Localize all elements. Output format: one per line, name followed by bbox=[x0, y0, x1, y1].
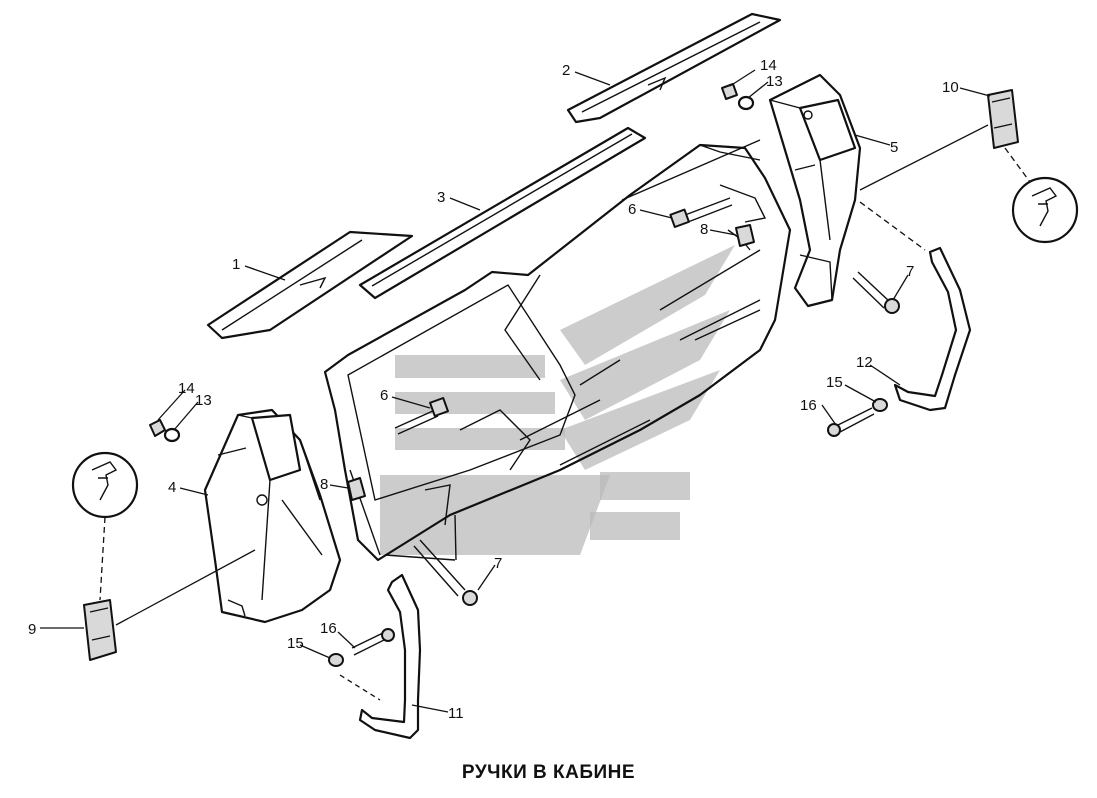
part-1-left-roof-plate bbox=[206, 230, 414, 340]
part-14-nut-left bbox=[149, 419, 166, 437]
callout-5: 5 bbox=[890, 139, 898, 156]
part-8-clip-right bbox=[735, 224, 755, 247]
part-2-right-roof-plate bbox=[566, 12, 782, 124]
callout-10: 10 bbox=[942, 79, 959, 96]
watermark-logo bbox=[380, 245, 735, 555]
callout-12: 12 bbox=[856, 354, 873, 371]
part-12-right-handle bbox=[859, 201, 972, 412]
callout-6-left: 6 bbox=[380, 387, 388, 404]
part-6-screw-left bbox=[394, 397, 449, 435]
callout-15-right: 15 bbox=[826, 374, 843, 391]
part-9-left-cover bbox=[83, 549, 256, 661]
callout-1: 1 bbox=[232, 256, 240, 273]
part-7-bolt-right bbox=[852, 271, 900, 314]
part-14-nut-right bbox=[721, 83, 738, 100]
callout-13-left: 13 bbox=[195, 392, 212, 409]
part-8-clip-left bbox=[347, 477, 366, 501]
callout-15-left: 15 bbox=[287, 635, 304, 652]
inset-detail-right bbox=[1004, 147, 1079, 244]
part-3-long-rail bbox=[358, 126, 647, 300]
part-16-screw-right bbox=[827, 407, 875, 437]
diagram-caption: РУЧКИ В КАБИНЕ bbox=[461, 762, 636, 783]
callout-16-left: 16 bbox=[320, 620, 337, 637]
callout-4: 4 bbox=[168, 479, 176, 496]
callout-labels: 1 2 3 4 5 6 6 7 7 8 8 9 10 11 12 13 14 1… bbox=[28, 57, 959, 722]
part-4-left-pillar bbox=[203, 408, 342, 624]
callout-3: 3 bbox=[437, 189, 445, 206]
callout-14-left: 14 bbox=[178, 380, 195, 397]
part-11-left-handle bbox=[339, 573, 422, 740]
callout-8-left: 8 bbox=[320, 476, 328, 493]
callout-7-right: 7 bbox=[906, 263, 914, 280]
part-13-washer-left bbox=[163, 427, 181, 443]
callout-14-right: 14 bbox=[760, 57, 777, 74]
part-6-screw-right bbox=[669, 197, 733, 228]
part-7-bolt-left bbox=[413, 539, 478, 606]
callout-16-right: 16 bbox=[800, 397, 817, 414]
part-15-washer-left bbox=[328, 653, 344, 667]
inset-detail-left bbox=[71, 451, 139, 601]
part-15-washer-right bbox=[872, 398, 888, 412]
part-16-screw-left bbox=[351, 628, 395, 656]
callout-7-left: 7 bbox=[494, 555, 502, 572]
callout-11: 11 bbox=[448, 705, 464, 722]
callout-6-right: 6 bbox=[628, 201, 636, 218]
cabin-body bbox=[323, 139, 792, 562]
part-10-right-cover bbox=[859, 89, 1019, 191]
part-13-washer-right bbox=[737, 95, 755, 111]
part-5-right-pillar bbox=[768, 73, 862, 308]
callout-leaders bbox=[40, 69, 991, 713]
callout-9: 9 bbox=[28, 621, 36, 638]
callout-13-right: 13 bbox=[766, 73, 783, 90]
callout-8-right: 8 bbox=[700, 221, 708, 238]
callout-2: 2 bbox=[562, 62, 570, 79]
